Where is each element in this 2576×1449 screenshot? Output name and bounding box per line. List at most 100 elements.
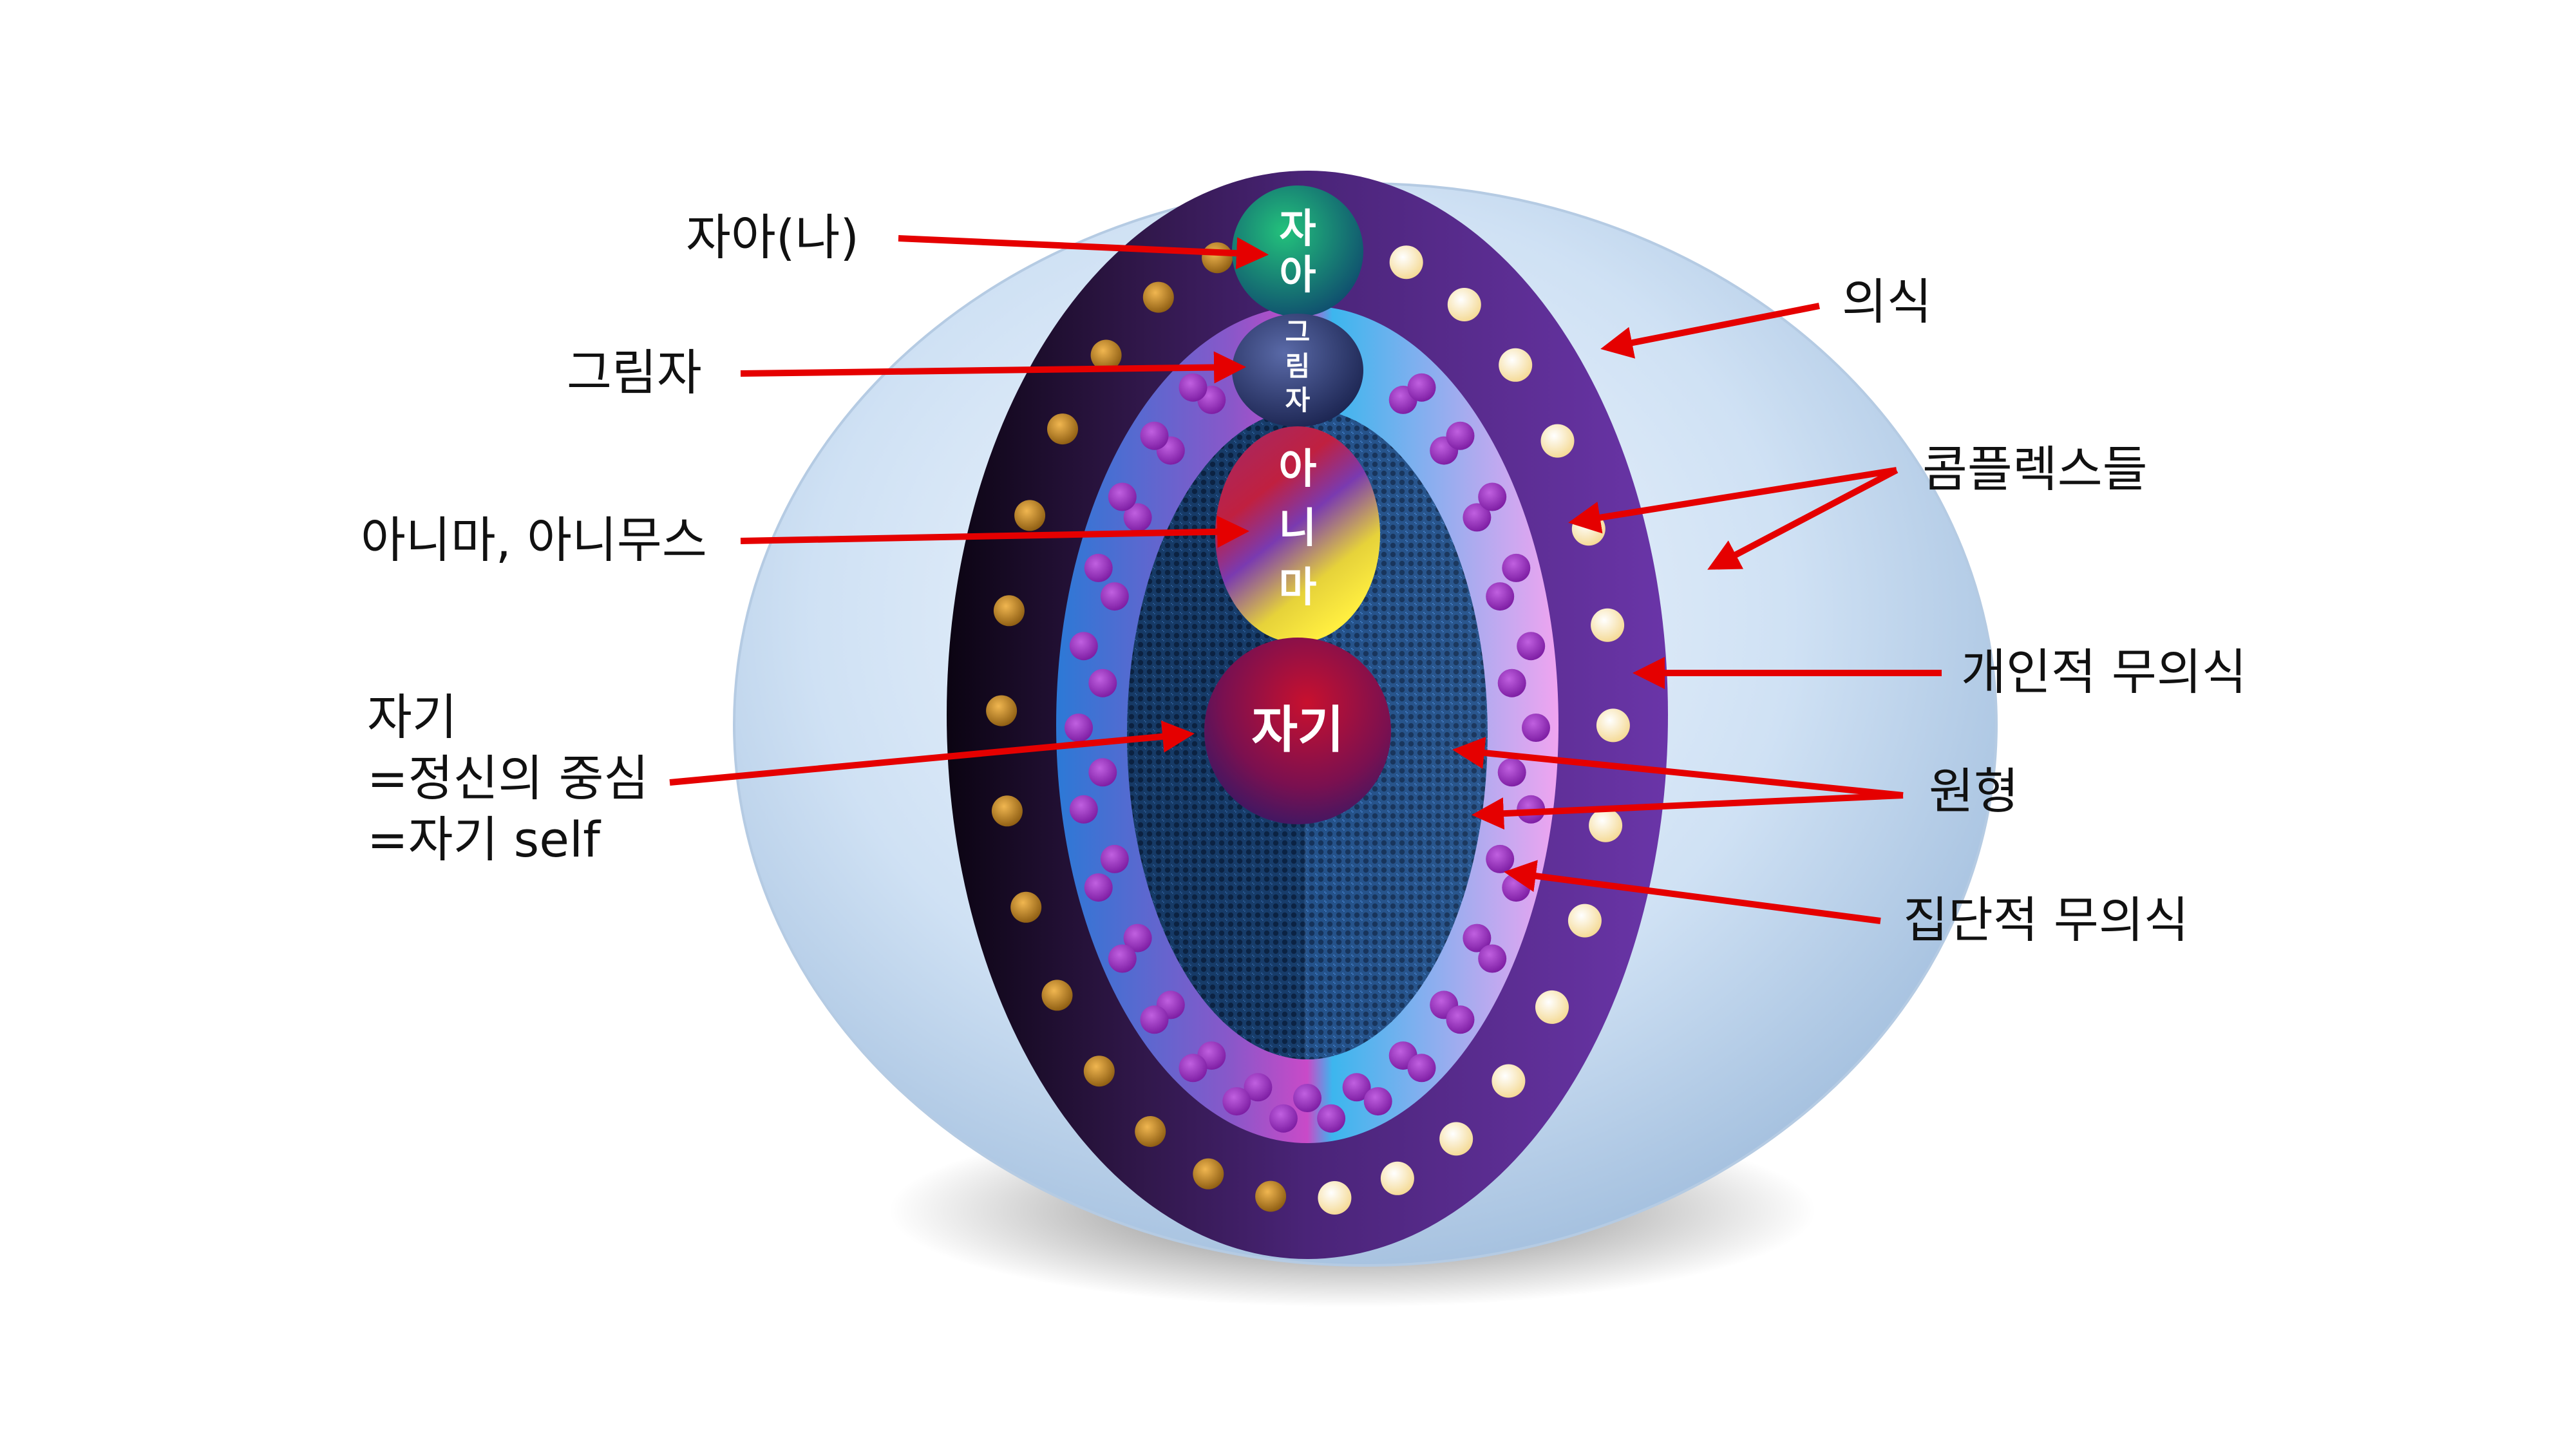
- arrow-self: [669, 720, 1195, 786]
- anima-bubble-label-1: 아: [1279, 446, 1317, 493]
- personal-complex-dot: [1108, 944, 1137, 973]
- ego-bubble-label-2: 아: [1279, 251, 1316, 298]
- personal-complex-dot: [1100, 844, 1129, 873]
- complex-dot: [1135, 1116, 1166, 1147]
- complex-dot: [1596, 708, 1630, 743]
- complex-dot: [1083, 1056, 1115, 1087]
- personal-complex-dot: [1222, 1087, 1251, 1116]
- complex-dot: [1142, 281, 1174, 313]
- arrow-shadow: [740, 351, 1246, 384]
- complex-dot: [1010, 891, 1042, 923]
- complex-dot: [1447, 288, 1481, 321]
- shadow-bubble-label-3: 자: [1285, 384, 1311, 416]
- shadow-bubble: [1232, 314, 1363, 427]
- complex-dot: [1389, 245, 1423, 279]
- arrow-complexes-1: [1568, 467, 1897, 534]
- label-ego: 자아(나): [686, 209, 859, 266]
- personal-complex-dot: [1446, 1005, 1475, 1034]
- complex-dots-right: [1318, 245, 1630, 1215]
- anima-bubble-label-3: 마: [1279, 564, 1317, 612]
- personal-complex-dot: [1478, 482, 1507, 511]
- personal-complex-dot: [1123, 923, 1152, 952]
- personal-complex-dot: [1522, 714, 1550, 742]
- complex-dot: [1540, 424, 1575, 458]
- complex-dots-left: [986, 242, 1287, 1212]
- anima-bubble-label-2: 니: [1279, 505, 1317, 553]
- personal-complex-dot: [1446, 421, 1475, 450]
- personal-complex-dot: [1407, 373, 1436, 402]
- personal-complex-dot: [1463, 923, 1492, 952]
- complex-dot: [1014, 500, 1046, 531]
- personal-complex-dot: [1123, 503, 1152, 532]
- personal-complex-dot: [1486, 844, 1515, 873]
- self-bubble: [1204, 638, 1391, 824]
- label-anima-animus: 아니마, 아니무스: [361, 511, 707, 569]
- shadow-bubble-label-2: 림: [1285, 350, 1311, 382]
- label-collective-unconscious: 집단적 무의식: [1903, 891, 2189, 949]
- personal-complex-dot: [1179, 1054, 1208, 1083]
- complex-dot: [1591, 608, 1625, 642]
- personal-complex-dot: [1463, 503, 1492, 532]
- label-shadow: 그림자: [567, 344, 702, 401]
- complex-dot: [991, 795, 1023, 827]
- complex-dot: [1202, 242, 1233, 274]
- complex-dot: [1492, 1064, 1526, 1098]
- self-bubble-label: 자기: [1251, 701, 1344, 759]
- arrow-archetypes-2: [1472, 792, 1904, 830]
- arrow-ego: [898, 235, 1269, 270]
- callout-arrows: [669, 235, 1942, 924]
- personal-complex-dot: [1244, 1073, 1273, 1102]
- personal-complex-dot: [1140, 421, 1169, 450]
- personal-complex-dot: [1069, 795, 1098, 824]
- shadow-bubble-label-1: 그: [1285, 316, 1311, 348]
- label-consciousness: 의식: [1842, 273, 1932, 330]
- label-complexes: 콤플렉스들: [1922, 440, 2148, 498]
- anima-bubble: [1215, 426, 1380, 643]
- personal-complex-dot: [1293, 1084, 1321, 1112]
- complex-dot: [1567, 904, 1602, 938]
- arrow-collective-unconscious: [1504, 860, 1881, 924]
- personal-complex-dot: [1140, 1005, 1169, 1034]
- personal-complex-dot: [1065, 714, 1093, 742]
- personal-complex-dot: [1269, 1104, 1298, 1133]
- complex-dot: [986, 695, 1018, 726]
- personal-complex-dot: [1478, 944, 1507, 973]
- personal-complex-dot: [1084, 553, 1113, 582]
- label-self-1: 자기: [367, 688, 457, 746]
- personal-complex-dot: [1088, 758, 1117, 787]
- ego-bubble-label-1: 자: [1279, 205, 1316, 252]
- label-archetypes: 원형: [1929, 762, 2019, 820]
- personal-complex-dot: [1502, 553, 1531, 582]
- complex-dot: [1047, 413, 1078, 445]
- personal-complex-dot: [1497, 758, 1526, 787]
- complex-dot: [1041, 980, 1073, 1011]
- personal-complex-dot: [1179, 373, 1208, 402]
- arrow-archetypes-1: [1452, 737, 1904, 799]
- arrow-consciousness: [1600, 303, 1820, 359]
- complex-dot: [1090, 339, 1122, 371]
- complex-dot: [1439, 1122, 1473, 1156]
- personal-complex-dot: [1069, 632, 1098, 661]
- complex-dot: [1535, 990, 1569, 1024]
- personal-complex-dot: [1342, 1073, 1371, 1102]
- personal-complex-dots: [1065, 373, 1550, 1133]
- personal-complex-dot: [1088, 668, 1117, 697]
- arrow-anima: [740, 515, 1249, 548]
- complex-dot: [1589, 808, 1623, 842]
- complex-dot: [993, 595, 1025, 627]
- complex-dot: [1318, 1181, 1352, 1215]
- personal-complex-dot: [1407, 1054, 1436, 1083]
- personal-complex-dot: [1084, 873, 1113, 902]
- label-self-2: =정신의 중심: [367, 750, 649, 807]
- label-personal-unconscious: 개인적 무의식: [1961, 643, 2247, 701]
- personal-complex-dot: [1100, 582, 1129, 611]
- ego-bubble: [1232, 185, 1363, 317]
- personal-complex-dot: [1497, 668, 1526, 697]
- personal-complex-dot: [1486, 582, 1515, 611]
- complex-dot: [1499, 348, 1533, 382]
- label-self-3: =자기 self: [367, 811, 601, 868]
- complex-dot: [1193, 1158, 1224, 1189]
- personal-complex-dot: [1317, 1104, 1346, 1133]
- personal-complex-dot: [1517, 632, 1546, 661]
